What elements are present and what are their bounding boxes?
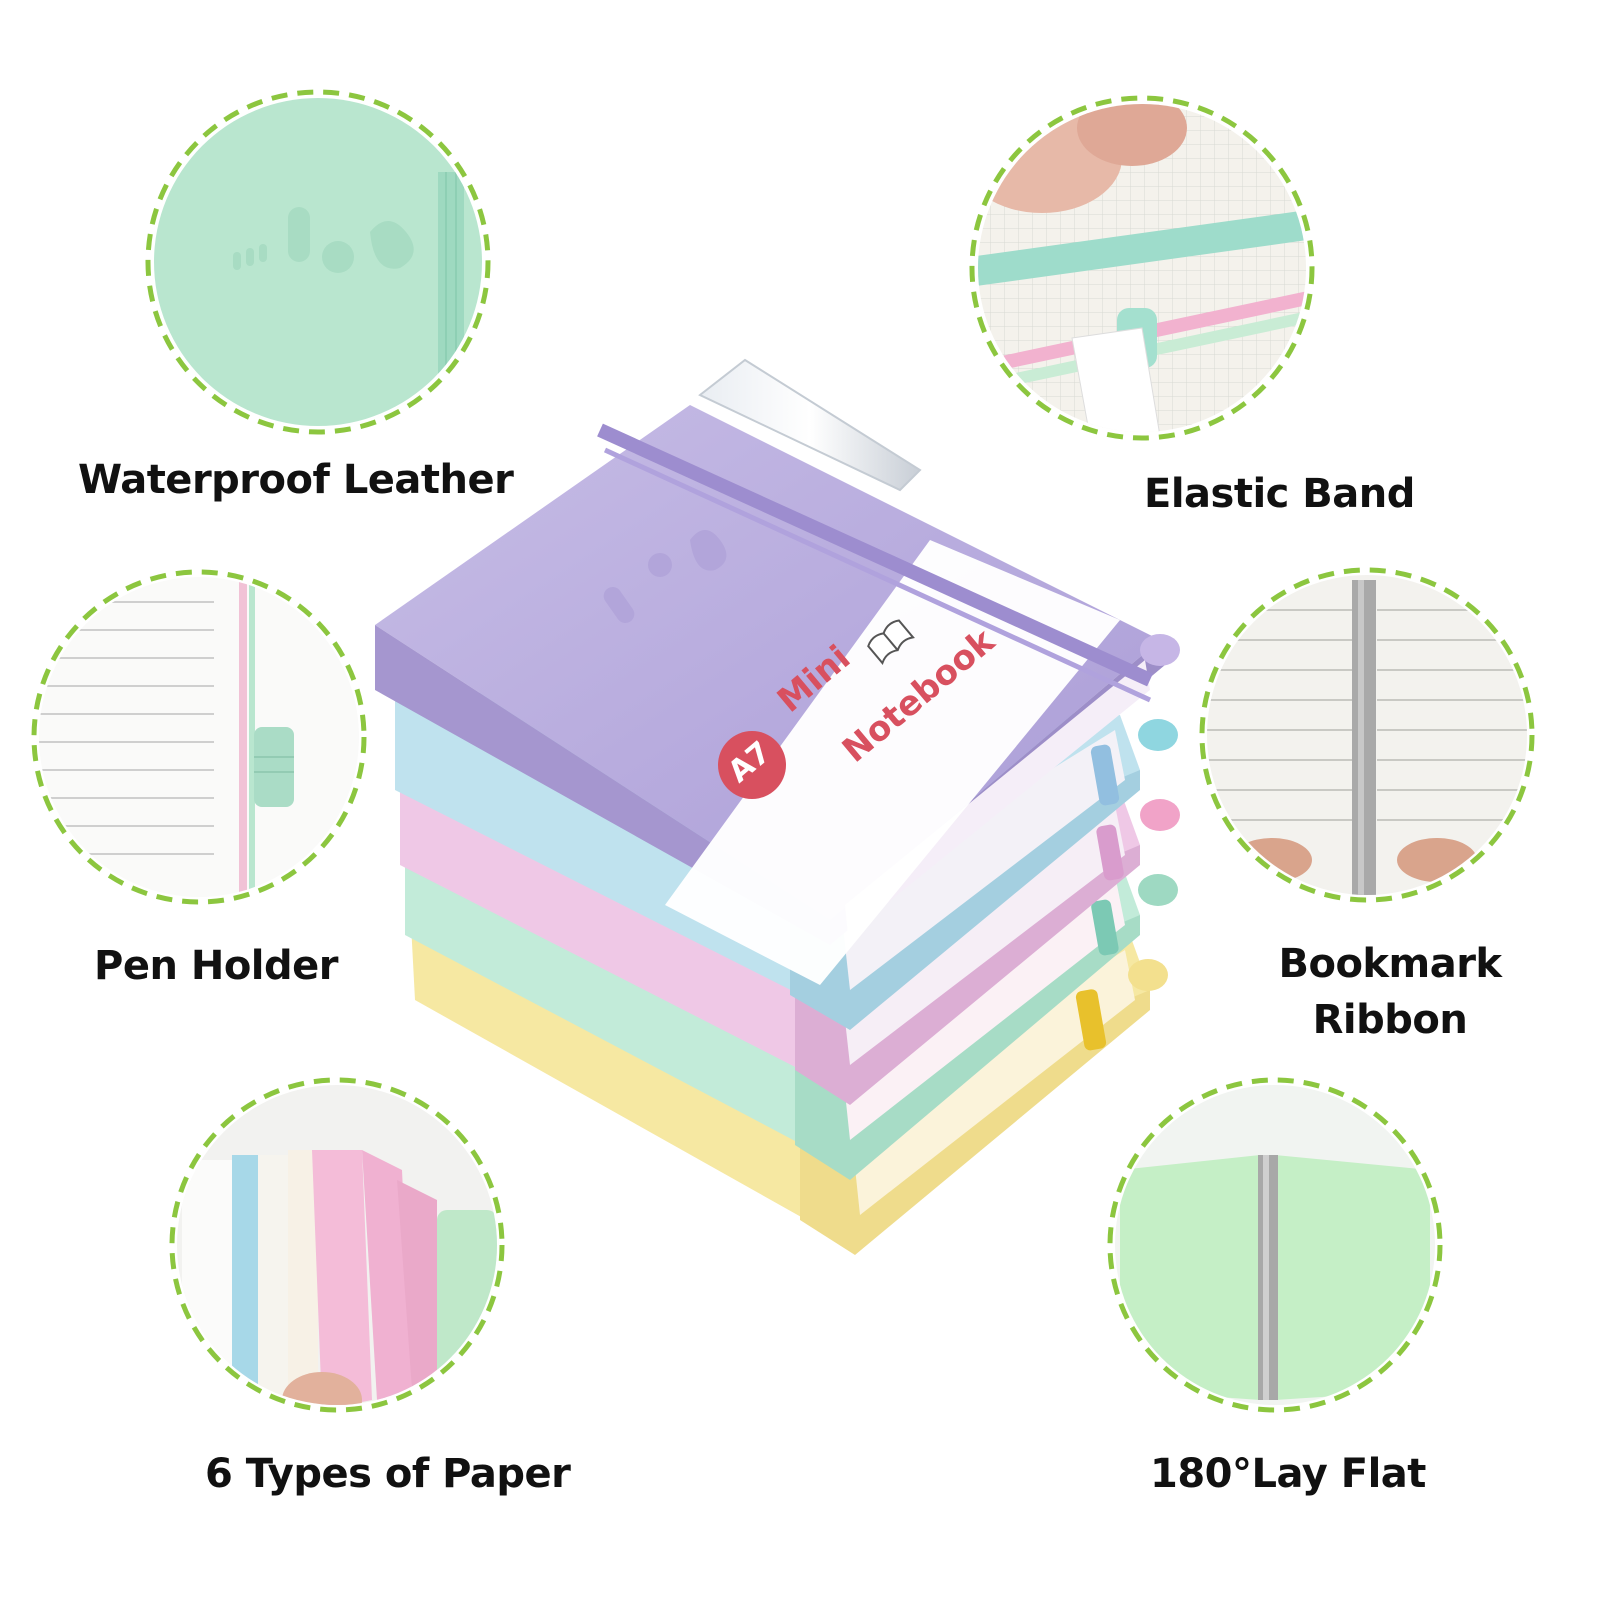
lay-flat-label: 180°Lay Flat: [1150, 1451, 1426, 1497]
pen-holder-circle: [31, 569, 367, 905]
bookmark-ribbon-label: Bookmark Ribbon: [1270, 936, 1510, 1048]
bookmark-ribbon-line1: Bookmark: [1278, 941, 1502, 987]
open-book-icon: [863, 615, 917, 668]
pen-holder-label: Pen Holder: [94, 943, 339, 989]
bookmark-ribbon-circle: [1199, 567, 1535, 903]
bookmark-ribbon-line2: Ribbon: [1312, 997, 1468, 1043]
paper-types-circle: [169, 1077, 505, 1413]
notebook-lavender: [375, 358, 1180, 985]
waterproof-leather-label: Waterproof Leather: [78, 457, 514, 503]
elastic-band-label: Elastic Band: [1144, 471, 1415, 517]
elastic-band-circle: [969, 95, 1315, 441]
paper-types-label: 6 Types of Paper: [205, 1451, 571, 1497]
lay-flat-circle: [1107, 1077, 1443, 1413]
waterproof-leather-circle: [145, 89, 491, 435]
